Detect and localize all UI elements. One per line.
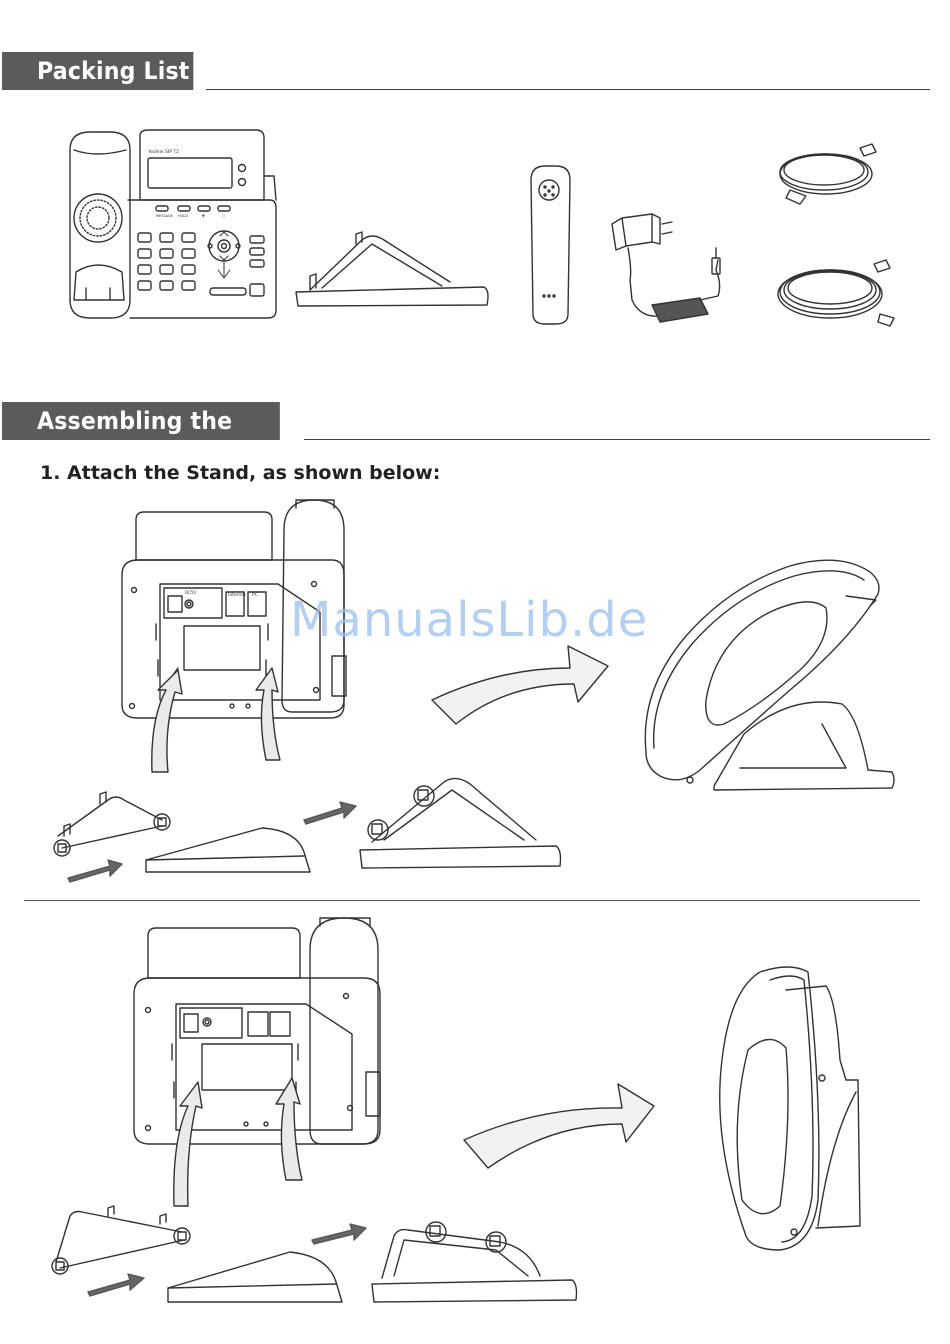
port-label-dc5v: DC5V: [185, 590, 196, 595]
insert-arrows-1: [152, 668, 280, 772]
stand-assembled-1: [360, 778, 561, 868]
coiled-cord-illustration: [778, 260, 894, 326]
stand-wire-2: [52, 1206, 190, 1274]
phone-keypad: [138, 233, 195, 290]
rotate-arrow-2: [464, 1084, 654, 1168]
stand-base-2: [168, 1252, 342, 1302]
port-label-pc: PC: [252, 592, 258, 598]
softkey-label-down: ▼: [202, 214, 205, 218]
handset-illustration: [531, 166, 570, 324]
softkey-label-hold: HOLD: [178, 214, 188, 218]
ethernet-cable-illustration: [780, 144, 876, 204]
port-label-internet: Internet: [228, 592, 246, 598]
power-adapter-illustration: [612, 214, 720, 322]
watermark: ManualsLib.de: [290, 592, 648, 648]
phone-side-view-1: [645, 560, 894, 790]
rotate-arrow-1: [432, 646, 608, 724]
stand-assembled-2: [372, 1222, 577, 1302]
phone-back-view-2: [134, 918, 380, 1144]
stand-base-1: [146, 828, 310, 872]
slide-arrows-2: [88, 1224, 366, 1296]
softkey-label-box: ▢: [222, 214, 225, 218]
stand-illustration: [296, 232, 488, 306]
stand-wire-1: [54, 792, 170, 856]
softkey-label-message: MESSAGE: [156, 214, 173, 218]
phone-softkeys: [156, 206, 230, 211]
phone-side-view-2: [720, 967, 860, 1250]
insert-arrows-2: [174, 1078, 302, 1206]
phone-brand-label: Yealink SIP T2: [147, 149, 179, 155]
ip-phone-illustration: Yealink SIP T2 MESSAGE HOLD ▼ ▢: [70, 130, 276, 318]
